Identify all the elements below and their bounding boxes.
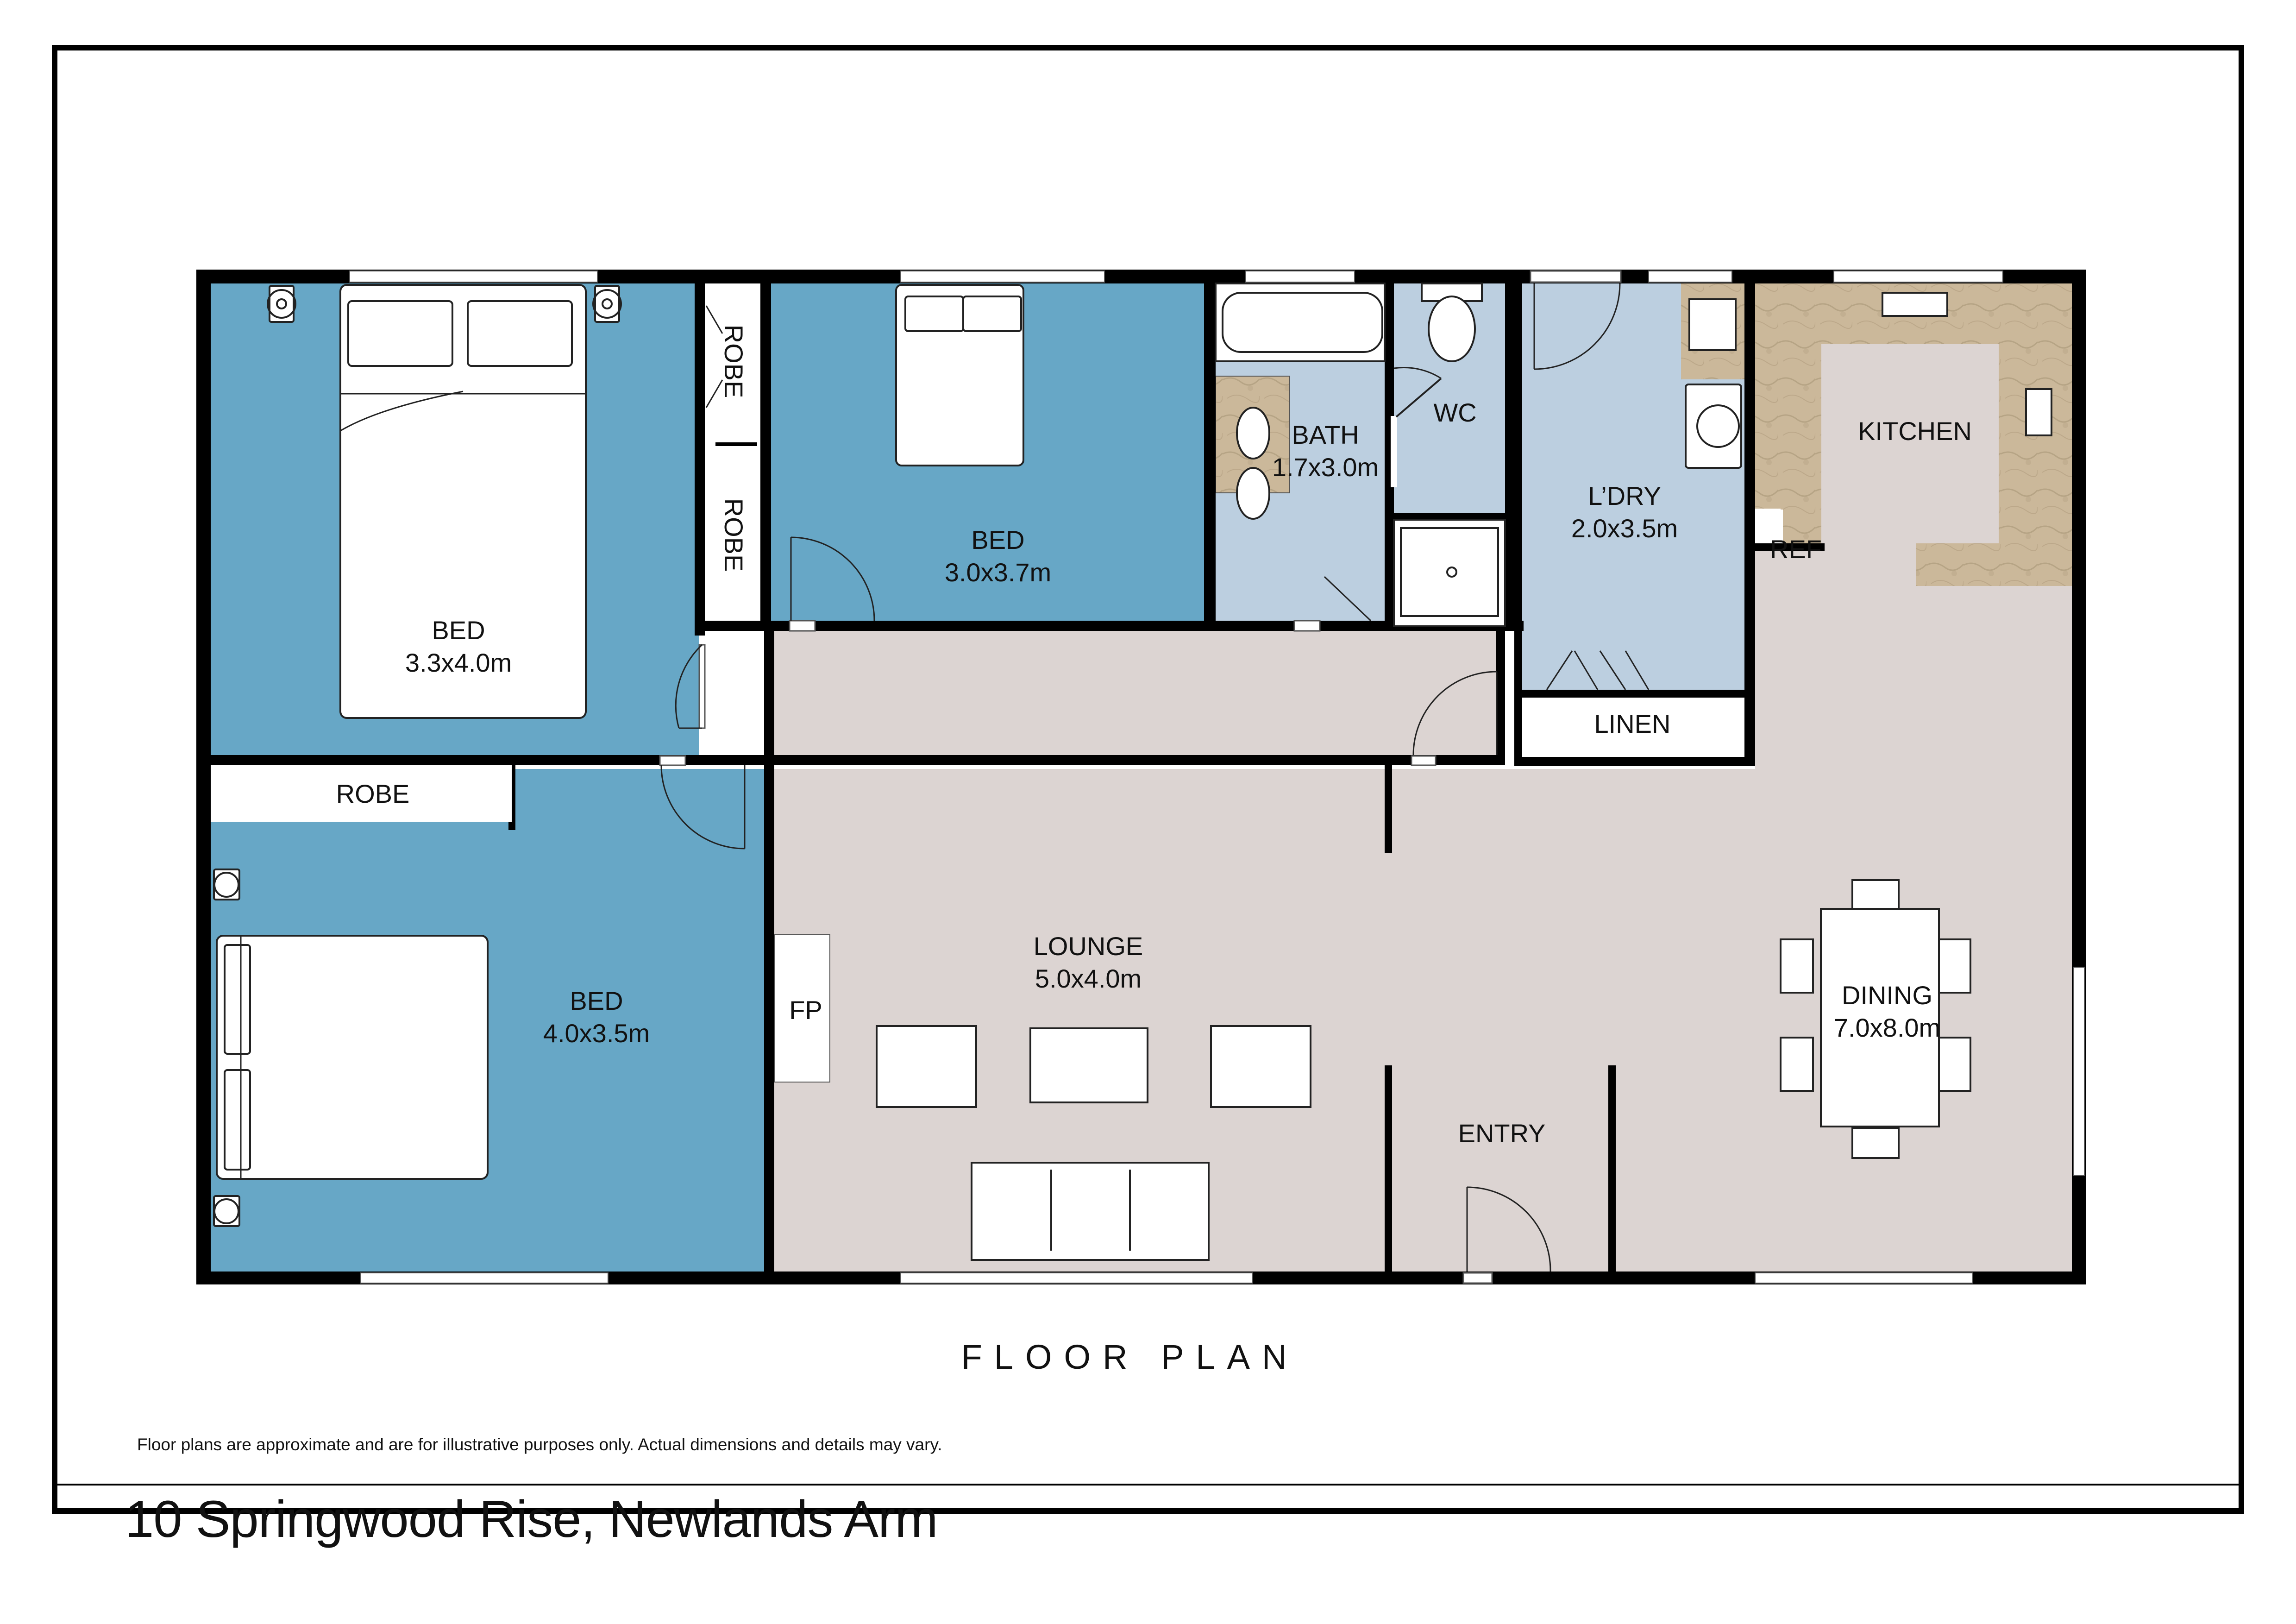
dining-chair-top bbox=[1851, 879, 1900, 911]
room-dims-bath: 1.7x3.0m bbox=[1272, 453, 1379, 482]
washing-machine bbox=[1685, 384, 1742, 469]
robe-2 bbox=[709, 450, 760, 621]
room-label-kitchen: KITCHEN bbox=[1858, 416, 1972, 446]
room-hall-floor bbox=[774, 631, 1497, 757]
robe-1 bbox=[709, 283, 760, 439]
label-robe-2: ROBE bbox=[719, 498, 748, 572]
plan-title: FLOOR PLAN bbox=[961, 1338, 1299, 1376]
room-label-bed-2: BED bbox=[971, 525, 1024, 554]
bedside-1a bbox=[269, 285, 295, 323]
room-label-bed-3: BED bbox=[570, 986, 623, 1015]
room-dims-bed-3: 4.0x3.5m bbox=[543, 1019, 650, 1048]
armchair-right bbox=[1210, 1025, 1311, 1108]
doors bbox=[659, 270, 1650, 1284]
room-dims-bed-1: 3.3x4.0m bbox=[405, 648, 512, 677]
dining-table bbox=[1820, 908, 1940, 1127]
bedside-3a bbox=[213, 869, 240, 900]
dining-chair-r1 bbox=[1937, 938, 1971, 994]
windows bbox=[349, 271, 2085, 1284]
room-label-dining: DINING bbox=[1842, 981, 1932, 1010]
label-ref: REF bbox=[1770, 535, 1822, 564]
disclaimer-text: Floor plans are approximate and are for … bbox=[137, 1435, 942, 1454]
refrigerator-space bbox=[1755, 510, 1783, 543]
room-label-bed-1: BED bbox=[432, 616, 485, 645]
cooktop bbox=[2025, 388, 2052, 436]
toilet-bowl bbox=[1428, 296, 1476, 362]
bed-3-bed bbox=[216, 935, 489, 1180]
linen-closet bbox=[1522, 698, 1744, 757]
furniture bbox=[213, 283, 2052, 1261]
page-frame bbox=[52, 45, 2244, 1514]
kitchen-benchtop bbox=[1755, 283, 2072, 586]
sofa bbox=[971, 1162, 1210, 1261]
room-labels: BED 3.3x4.0m BED 3.0x3.7m BATH 1.7x3.0m … bbox=[336, 325, 1972, 1376]
room-label-laundry: L’DRY bbox=[1588, 481, 1661, 510]
label-fp: FP bbox=[789, 995, 822, 1025]
room-label-lounge: LOUNGE bbox=[1034, 932, 1143, 961]
bedside-3b bbox=[213, 1195, 240, 1227]
footer-divider bbox=[52, 1484, 2244, 1486]
label-robe-1: ROBE bbox=[719, 325, 748, 398]
dining-chair-l2 bbox=[1780, 1037, 1814, 1092]
property-address: 10 Springwood Rise, Newlands Arm bbox=[125, 1490, 938, 1548]
room-label-entry: ENTRY bbox=[1458, 1119, 1546, 1148]
room-label-wc: WC bbox=[1433, 398, 1476, 427]
laundry-tub bbox=[1688, 298, 1737, 351]
room-dims-bed-2: 3.0x3.7m bbox=[945, 558, 1051, 587]
robe-3 bbox=[211, 765, 512, 822]
armchair-left bbox=[876, 1025, 977, 1108]
bedside-1b bbox=[594, 285, 620, 323]
room-dims-laundry: 2.0x3.5m bbox=[1571, 514, 1678, 543]
room-dims-lounge: 5.0x4.0m bbox=[1035, 964, 1142, 993]
coffee-table bbox=[1029, 1027, 1148, 1103]
room-label-bath: BATH bbox=[1292, 420, 1359, 449]
dining-chair-r2 bbox=[1937, 1037, 1971, 1092]
room-dims-dining: 7.0x8.0m bbox=[1834, 1013, 1940, 1042]
dining-chair-l1 bbox=[1780, 938, 1814, 994]
label-robe-3: ROBE bbox=[336, 779, 410, 808]
kitchen-sink bbox=[1882, 292, 1948, 317]
dining-chair-bottom bbox=[1851, 1127, 1900, 1159]
fireplace bbox=[774, 934, 830, 1083]
label-linen: LINEN bbox=[1594, 709, 1671, 738]
